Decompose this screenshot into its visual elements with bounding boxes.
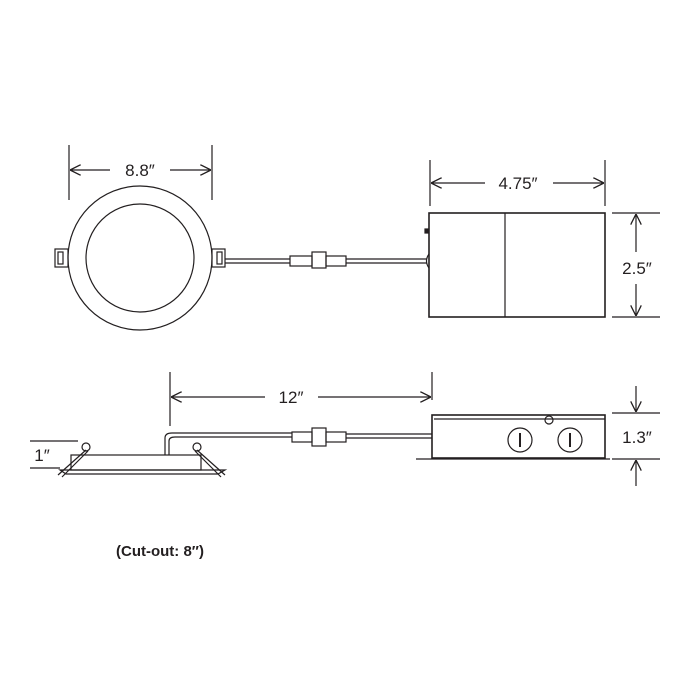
label-fixture-diameter: 8.8″	[125, 161, 155, 180]
dim-8-8	[68, 145, 213, 200]
label-box-length: 4.75″	[498, 174, 537, 193]
cut-out-note: (Cut-out: 8″)	[116, 543, 204, 560]
label-box-width: 2.5″	[622, 259, 652, 278]
cable-side	[291, 427, 432, 447]
dim-1-3	[612, 386, 660, 486]
driver-box-side-view	[416, 414, 610, 460]
fixture-top-view	[54, 185, 226, 331]
dim-4-75	[429, 160, 606, 206]
dim-2-5	[612, 212, 660, 318]
cable-top	[225, 251, 427, 269]
dim-12	[169, 372, 433, 426]
dim-1	[30, 440, 78, 469]
label-box-height: 1.3″	[622, 428, 652, 447]
driver-box-top-view	[424, 212, 606, 318]
label-cable-length: 12″	[279, 388, 304, 407]
fixture-side-view	[57, 432, 292, 478]
label-fixture-height: 1″	[34, 446, 49, 465]
